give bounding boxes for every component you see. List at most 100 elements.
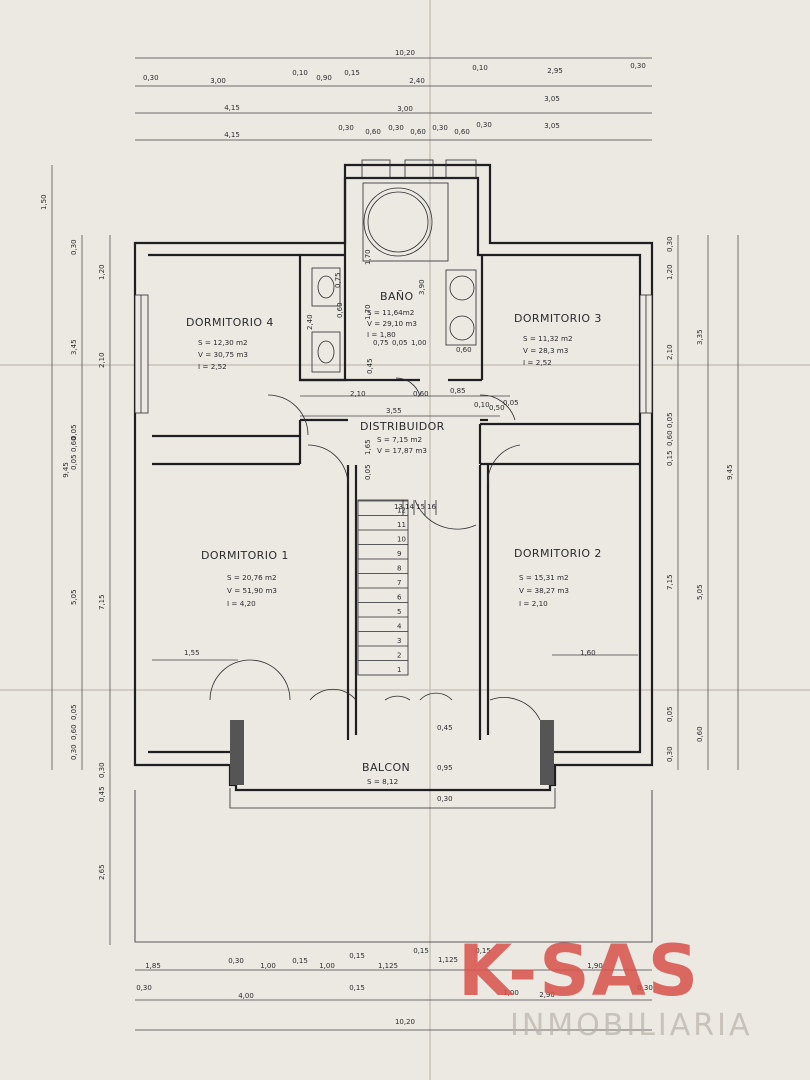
room-area: S = 11,64m2 [367, 308, 414, 317]
dim-label: 2,90 [539, 991, 555, 999]
bidet-icon [311, 331, 341, 373]
stair-number: 11 [397, 521, 406, 529]
room-volume: V = 28,3 m3 [523, 346, 568, 355]
dim-label: 4,00 [238, 992, 254, 1000]
right-dimensions: 9,45 0,30 1,20 3,35 2,10 0,05 0,60 0,15 … [666, 235, 739, 770]
dim-label: 0,15 [666, 450, 674, 466]
dim-label: 4,15 [224, 104, 240, 112]
dim-label: 2,40 [409, 77, 425, 85]
dim-label: 0,50 [489, 404, 505, 412]
room-height: I = 2,52 [523, 358, 552, 367]
dim-label: 0,30 [143, 74, 159, 82]
dim-label: 0,60 [456, 346, 472, 354]
dim-label: 0,60 [413, 390, 429, 398]
room-name: BAÑO [380, 290, 414, 303]
dim-label: 0,30 [630, 62, 646, 70]
dim-label: 3,35 [696, 329, 704, 345]
room-height: I = 2,52 [198, 362, 227, 371]
dim-label: 0,30 [228, 957, 244, 965]
dim-label: 1,00 [319, 962, 335, 970]
dim-label: 0,05 [666, 412, 674, 428]
dim-label: 0,05 [364, 464, 372, 480]
left-dimensions: 9,45 1,50 0,30 1,20 3,45 2,10 0,05 0,60 … [40, 165, 111, 945]
room-dormitorio-1: DORMITORIO 1 S = 20,76 m2 V = 51,90 m3 I… [201, 549, 288, 608]
dim-label: 0,15 [349, 984, 365, 992]
watermark-brand: K-SAS [458, 930, 700, 1012]
room-area: S = 7,15 m2 [377, 435, 422, 444]
room-volume: V = 51,90 m3 [227, 586, 277, 595]
dim-label: 0,15 [344, 69, 360, 77]
watermark-logo: K-SAS INMOBILIARIA [458, 930, 750, 1043]
dim-label: 0,60 [696, 726, 704, 742]
dim-label: 7,15 [666, 574, 674, 590]
dim-label: 0,90 [316, 74, 332, 82]
dim-label: 0,30 [136, 984, 152, 992]
dim-label: 0,60 [454, 128, 470, 136]
dim-label: 0,10 [472, 64, 488, 72]
dim-label: 0,75 [373, 339, 389, 347]
dim-label: 1,55 [184, 649, 200, 657]
dim-label: 1,125 [378, 962, 398, 970]
dim-label: 0,15 [349, 952, 365, 960]
dim-label: 1,20 [666, 264, 674, 280]
stair-number: 14 [405, 503, 414, 511]
dim-right-total: 9,45 [726, 464, 734, 480]
room-area: S = 8,12 [367, 777, 398, 786]
sink-icon [449, 315, 475, 341]
dim-label: 0,30 [666, 746, 674, 762]
room-volume: V = 29,10 m3 [367, 319, 417, 328]
dim-label: 0,75 [334, 272, 342, 288]
dim-label: 0,05 [392, 339, 408, 347]
room-dormitorio-2: DORMITORIO 2 S = 15,31 m2 V = 38,27 m3 I… [514, 547, 602, 608]
dim-label: 7,15 [98, 594, 106, 610]
stair-number: 1 [397, 666, 401, 674]
dim-label: 0,10 [474, 401, 490, 409]
dim-label: 1,00 [260, 962, 276, 970]
dim-label: 0,30 [70, 239, 78, 255]
room-volume: V = 30,75 m3 [198, 350, 248, 359]
dim-label: 0,15 [413, 947, 429, 955]
stair-number: 2 [397, 652, 401, 660]
dim-label: 0,30 [476, 121, 492, 129]
room-volume: V = 38,27 m3 [519, 586, 569, 595]
room-area: S = 15,31 m2 [519, 573, 569, 582]
dim-label: 0,60 [70, 436, 78, 452]
dim-label: 0,30 [70, 744, 78, 760]
dim-label: 0,30 [338, 124, 354, 132]
room-name: DORMITORIO 4 [186, 316, 274, 329]
dim-label: 1,85 [145, 962, 161, 970]
dim-label: 1,90 [587, 962, 603, 970]
bottom-dimensions: 1,85 0,30 1,00 0,15 1,00 0,15 1,125 0,15… [135, 947, 653, 1031]
room-dormitorio-4: DORMITORIO 4 S = 12,30 m2 V = 30,75 m3 I… [186, 316, 274, 371]
dim-label: 5,05 [696, 584, 704, 600]
stair-number: 5 [397, 608, 401, 616]
dim-label: 2,40 [306, 314, 314, 330]
dim-label: 1,65 [364, 439, 372, 455]
windows [134, 294, 653, 414]
dim-label: 3,05 [544, 122, 560, 130]
dim-label: 2,65 [98, 864, 106, 880]
top-dimensions: 10,20 0,30 3,00 0,10 0,90 0,15 2,40 0,10… [135, 49, 652, 141]
dim-label: 4,15 [224, 131, 240, 139]
room-bano: BAÑO S = 11,64m2 V = 29,10 m3 I = 1,80 [367, 290, 417, 339]
room-dormitorio-3: DORMITORIO 3 S = 11,32 m2 V = 28,3 m3 I … [514, 312, 601, 367]
room-balcon: BALCON S = 8,12 [362, 761, 410, 786]
dim-label: 0,60 [410, 128, 426, 136]
dim-label: 5,05 [70, 589, 78, 605]
dim-label: 2,10 [666, 344, 674, 360]
dim-label: 1,70 [364, 304, 372, 320]
dim-label: 3,45 [70, 339, 78, 355]
dim-label: 0,15 [475, 947, 491, 955]
stair-number: 7 [397, 579, 401, 587]
room-height: I = 2,10 [519, 599, 548, 608]
bathroom-fixtures [311, 159, 477, 373]
dim-label: 0,45 [437, 724, 453, 732]
stair-number: 12 [397, 507, 406, 515]
room-distribuidor: DISTRIBUIDOR S = 7,15 m2 V = 17,87 m3 [360, 420, 444, 455]
room-name: DORMITORIO 2 [514, 547, 602, 560]
dim-label: 0,10 [292, 69, 308, 77]
dim-label: 0,30 [437, 795, 453, 803]
stair-number: 6 [397, 594, 402, 602]
room-height: I = 1,80 [367, 330, 396, 339]
